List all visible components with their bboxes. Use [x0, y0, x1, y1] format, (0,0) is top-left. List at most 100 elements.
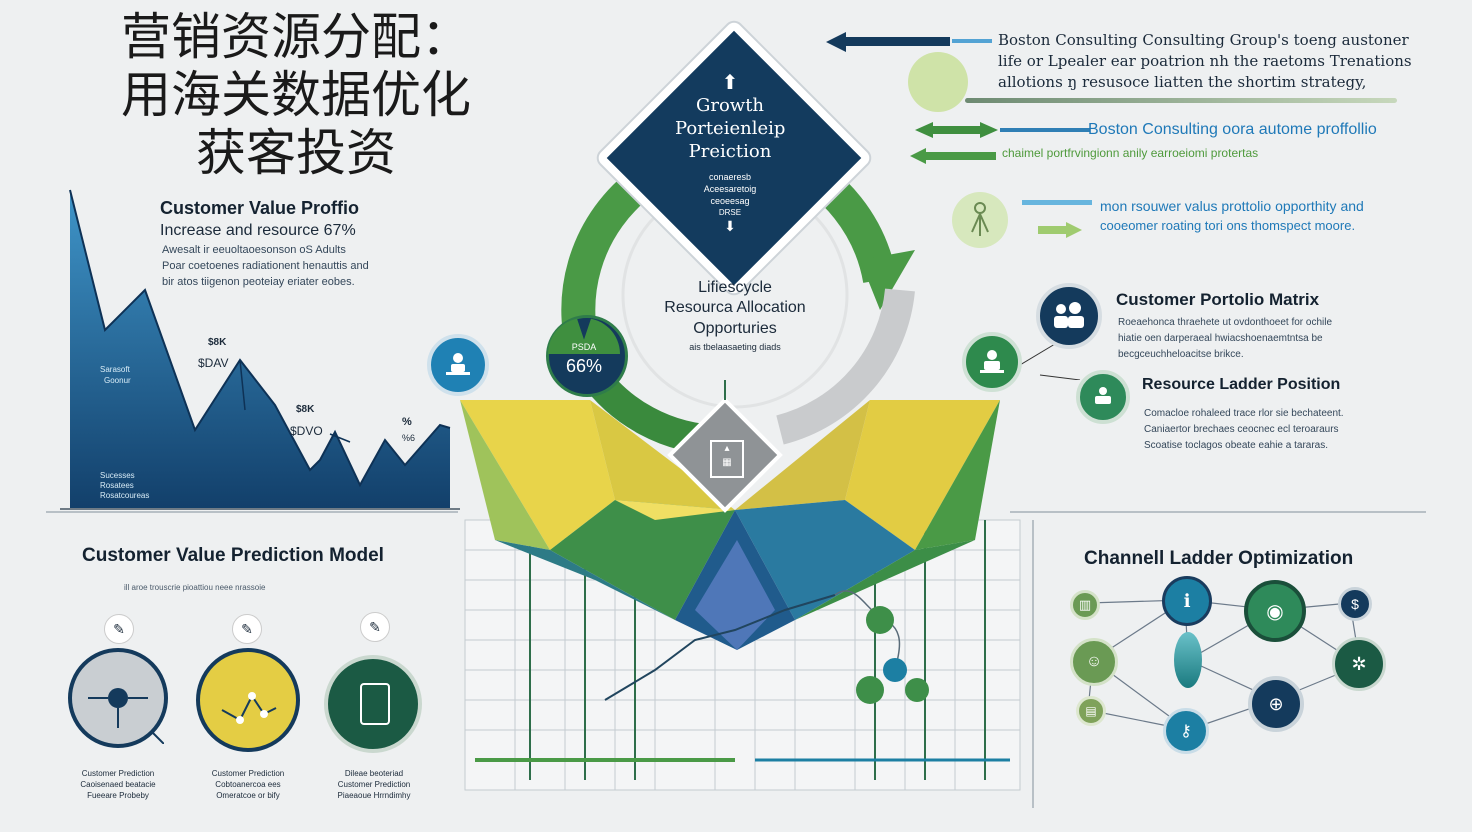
badge-label: PSDA: [571, 342, 597, 352]
caption-1-line-1: Customer Prediction: [81, 769, 155, 778]
arrow-shaft-5: [1038, 226, 1068, 234]
channel-node-target-icon: ◉: [1244, 580, 1306, 642]
channel-node-globe-icon: ⊕: [1248, 676, 1304, 732]
diamond-sub-3: ceoeesag: [710, 196, 750, 206]
person-monitor-icon: [1076, 370, 1130, 424]
channel-node-chart-icon: ▥: [1070, 590, 1100, 620]
area-inner-label-1: Sarasoft: [100, 365, 130, 374]
mon-text-block: mon rsouwer valus prottolio opporthity a…: [1100, 196, 1364, 236]
arrow-right-head-2: [980, 122, 998, 138]
document-icon: [360, 683, 390, 725]
diamond-line-3: Preiction: [688, 141, 772, 162]
caption-2-line-2: Cobtoanercoa ees: [215, 780, 281, 789]
peak1-label: $DAV: [198, 356, 229, 370]
caption-1: Customer Prediction Caoisenaed beatacie …: [60, 768, 176, 801]
channel-text: chaimel portfrvingionn anily earroeiomi …: [1002, 146, 1259, 160]
ladder-pos-desc-2: Caniaertor brechaes ceocnec ecl teroarau…: [1144, 424, 1339, 435]
divider-left: [46, 511, 458, 513]
badge-value: 66%: [565, 356, 603, 376]
arrow-left-shaft-3: [924, 152, 996, 160]
person-desk-icon: [427, 334, 489, 396]
prediction-circle-1: [68, 648, 171, 751]
center-text: Lifiescycle Resourca Allocation Opportur…: [640, 278, 830, 354]
divider-right: [1010, 511, 1426, 513]
legend-2: Rosatees: [100, 481, 134, 490]
center-line-1: Lifiescycle: [698, 279, 772, 296]
bcg-text-block: Boston Consulting Consulting Group's toe…: [998, 30, 1412, 93]
peak1-top-label: $8K: [208, 337, 227, 348]
diamond-line-2: Porteienleip: [675, 118, 786, 139]
diamond-sub-4: DRSE: [718, 208, 742, 217]
bcg-line-2: life or Lpealer ear poatrion nh the raet…: [998, 52, 1412, 70]
prediction-circle-3: [324, 655, 422, 753]
green-blob-icon: [908, 52, 968, 112]
left-panel-desc-2: Poar coetoenes radiationent henauttis an…: [162, 260, 369, 272]
peak2-top-label: $8K: [296, 404, 315, 415]
progress-line: [965, 98, 1397, 103]
bcg-line-1: Boston Consulting Consulting Group's toe…: [998, 31, 1409, 49]
left-panel-desc-1: Awesalt ir eeuoltaoesonson oS Adults: [162, 244, 346, 256]
building-icon: ▴▦: [710, 440, 744, 478]
matrix-desc-3: becgceuchheloacitse brikce.: [1118, 349, 1244, 360]
down-arrow-icon: ⬇: [724, 218, 736, 234]
legend-1: Sucesses: [100, 471, 135, 480]
central-fold-graphic: [460, 380, 1021, 791]
matrix-desc-2: hiatie oen darperaeal hwiacshoenaemtntsa…: [1118, 333, 1323, 344]
diamond-sub-2: Aceesaretoig: [703, 184, 757, 194]
tool-icon-2: ✎: [232, 614, 262, 644]
caption-2: Customer Prediction Cobtoanercoa ees Ome…: [190, 768, 306, 801]
arrow-left-shaft-2: [930, 126, 980, 134]
bcg-line-3: allotions ŋ resusoce liatten the shortim…: [998, 73, 1367, 91]
caption-2-line-1: Customer Prediction: [211, 769, 285, 778]
title-line-2: 用海关数据优化: [121, 66, 471, 124]
channel-title: Channell Ladder Optimization: [1084, 548, 1354, 569]
tool-icon-1: ✎: [104, 614, 134, 644]
figure-circle-icon: [952, 192, 1008, 248]
bcg-portfolio-line: Boston Consulting oora autome proffollio: [1088, 121, 1377, 139]
matrix-title: Customer Portolio Matrix: [1116, 290, 1320, 309]
page-title: 营销资源分配： 用海关数据优化 获客投资: [96, 8, 496, 182]
up-arrow-icon: ⬆: [721, 72, 739, 94]
value-model-sub: ill aroe trouscrie pioattiou neee nrasso…: [124, 583, 266, 592]
area-series: [70, 190, 450, 510]
channel-node-person-icon: ☺: [1070, 638, 1118, 686]
ladder-pos-title: Resource Ladder Position: [1142, 376, 1341, 393]
center-sub: ais tbelaasaeting diads: [689, 342, 781, 352]
title-line-3: 获客投资: [196, 124, 396, 182]
diamond-line-1: Growth: [695, 95, 765, 116]
left-panel-desc-3: bir atos tiigenon peoteiay eriater eobes…: [162, 276, 355, 288]
peak3-sub: %6: [402, 433, 416, 443]
center-line-2: Resourca Allocation: [664, 299, 806, 316]
arrow-right-head-5: [1066, 222, 1082, 238]
matrix-desc-1: Roeaehonca thraehete ut ovdonthoeet for …: [1118, 317, 1333, 328]
person-laptop-icon: [962, 332, 1022, 392]
arrow-left-shaft-1: [842, 37, 950, 46]
tool-icon-3: ✎: [360, 612, 390, 642]
mon-line-1: mon rsouwer valus prottolio opporthity a…: [1100, 198, 1364, 214]
arrow-line-2: [1000, 128, 1090, 132]
bcg-portfolio-text: Boston Consulting oora autome proffollio: [1088, 121, 1377, 138]
caption-2-line-3: Omeratcoe or bify: [216, 791, 280, 800]
channel-node-money-icon: $: [1338, 587, 1372, 621]
value-model-title: Customer Value Prediction Model: [82, 545, 384, 566]
channel-node-info-icon: ℹ: [1162, 576, 1212, 626]
legend-3: Rosatcoureas: [100, 491, 150, 500]
arrow-right-line-4: [1022, 200, 1092, 205]
left-panel-title: Customer Value Proffio: [160, 198, 360, 218]
channel-node-drop-icon: [1174, 632, 1202, 688]
channel-node-network-icon: ✲: [1332, 637, 1386, 691]
ladder-pos-desc-3: Scoatise toclagos obeate eahie a tararas…: [1144, 440, 1329, 451]
mon-line-2: cooeomer roating tori ons thomspect moor…: [1100, 218, 1356, 233]
ladder-pos-desc-1: Comacloe rohaleed trace rlor sie bechate…: [1144, 408, 1344, 419]
prediction-circle-2: [196, 648, 300, 752]
caption-3: Dileae beoteriad Customer Prediction Pia…: [316, 768, 432, 801]
channel-node-box-icon: ▤: [1076, 696, 1106, 726]
growth-diamond-text: ⬆ Growth Porteienleip Preiction conaeres…: [675, 72, 785, 235]
caption-1-line-2: Caoisenaed beatacie: [80, 780, 156, 789]
area-inner-label-2: Goonur: [104, 376, 131, 385]
peak2-label: $DVO: [290, 424, 323, 438]
diamond-sub-1: conaeresb: [708, 172, 752, 182]
peak3-label: %: [402, 416, 412, 428]
value-area-chart: [60, 189, 460, 510]
divider-vertical: [1032, 520, 1034, 808]
